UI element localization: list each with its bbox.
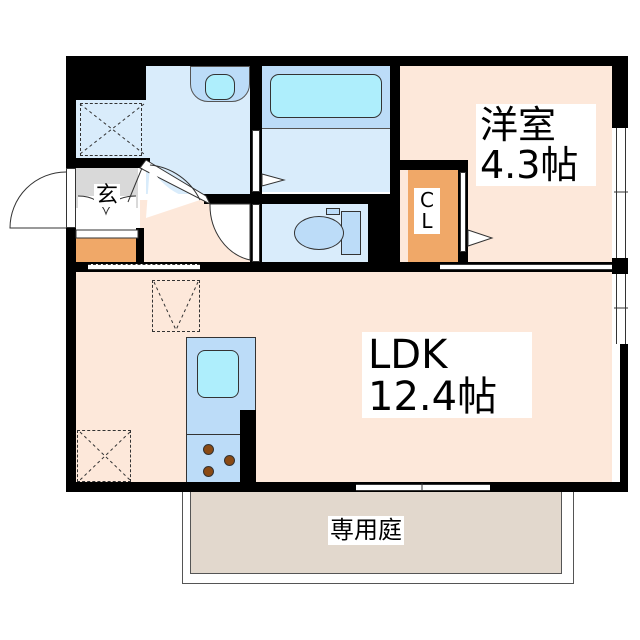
ldk-name: LDK: [368, 332, 448, 378]
entrance-door-frame: [66, 168, 76, 228]
entrance-door-swing: [9, 171, 67, 229]
wall-closet-top: [398, 160, 468, 170]
fridge-v-line: [153, 281, 177, 331]
washing-machine-space: [80, 103, 142, 156]
closet-label-l: L: [421, 209, 433, 233]
fridge-v-line: [175, 281, 199, 331]
wall-bath-right: [390, 66, 400, 204]
ldk-size: 12.4帖: [368, 374, 498, 420]
western-room-size: 4.3帖: [480, 142, 579, 187]
storage-x-line: [79, 431, 131, 481]
stove-burner-icon: [203, 444, 214, 455]
closet-label: C L: [414, 188, 440, 234]
bathtub: [270, 74, 382, 118]
kitchen-sink: [197, 350, 239, 398]
washroom-door-arc: [149, 164, 201, 201]
toilet-lid-tab: [326, 208, 340, 215]
wall-bottom: [66, 482, 628, 492]
wall-left-upper: [66, 56, 76, 168]
door-toilet-frame[interactable]: [252, 204, 260, 262]
bathroom-door-arrow: [261, 173, 286, 187]
door-closet[interactable]: [460, 172, 466, 252]
washroom-upper-floor: [76, 100, 148, 158]
ldk-label: LDK 12.4帖: [362, 332, 532, 418]
western-room-label: 洋室 4.3帖: [476, 104, 596, 186]
stove-burner-icon: [224, 455, 235, 466]
wash-basin: [205, 74, 235, 100]
shoe-storage: [76, 238, 136, 262]
wall-corner-block: [76, 66, 146, 100]
closet-door-arrow: [467, 229, 494, 247]
wall-left-lower: [66, 228, 76, 492]
window-ldk-south: [356, 484, 490, 491]
washer-x-line: [79, 103, 145, 155]
window-western-room: [616, 128, 626, 258]
closet-label-c: C: [420, 188, 434, 212]
entrance-label: 玄: [94, 183, 121, 208]
window-ldk-east: [616, 274, 626, 344]
wall-mid-horizontal: [66, 262, 612, 272]
wall-shoe-box: [136, 228, 144, 272]
refrigerator-space: [152, 280, 200, 332]
western-room-name: 洋室: [480, 103, 557, 147]
wall-toilet-top: [204, 194, 400, 204]
wall-entrance-top: [76, 158, 150, 168]
wall-kitchen-partition: [240, 410, 256, 484]
door-bathroom[interactable]: [252, 130, 260, 192]
stove-burner-icon: [203, 466, 214, 477]
wall-right-mid: [612, 258, 628, 274]
storage-x-line: [79, 431, 131, 481]
wall-right-lower: [620, 344, 628, 492]
stove-divider: [186, 434, 240, 435]
toilet-door-swing: [209, 203, 251, 261]
wall-top: [66, 56, 628, 66]
storage-space: [77, 430, 131, 482]
door-sliding-western[interactable]: [440, 264, 612, 270]
toilet-bowl: [294, 216, 344, 250]
wall-right-upper: [612, 56, 628, 128]
entrance-step-arc: [77, 195, 137, 216]
garden-label: 専用庭: [328, 516, 404, 546]
washer-x-line: [79, 103, 145, 155]
door-sliding-hall[interactable]: [88, 264, 200, 270]
wall-toilet-right: [368, 194, 400, 272]
